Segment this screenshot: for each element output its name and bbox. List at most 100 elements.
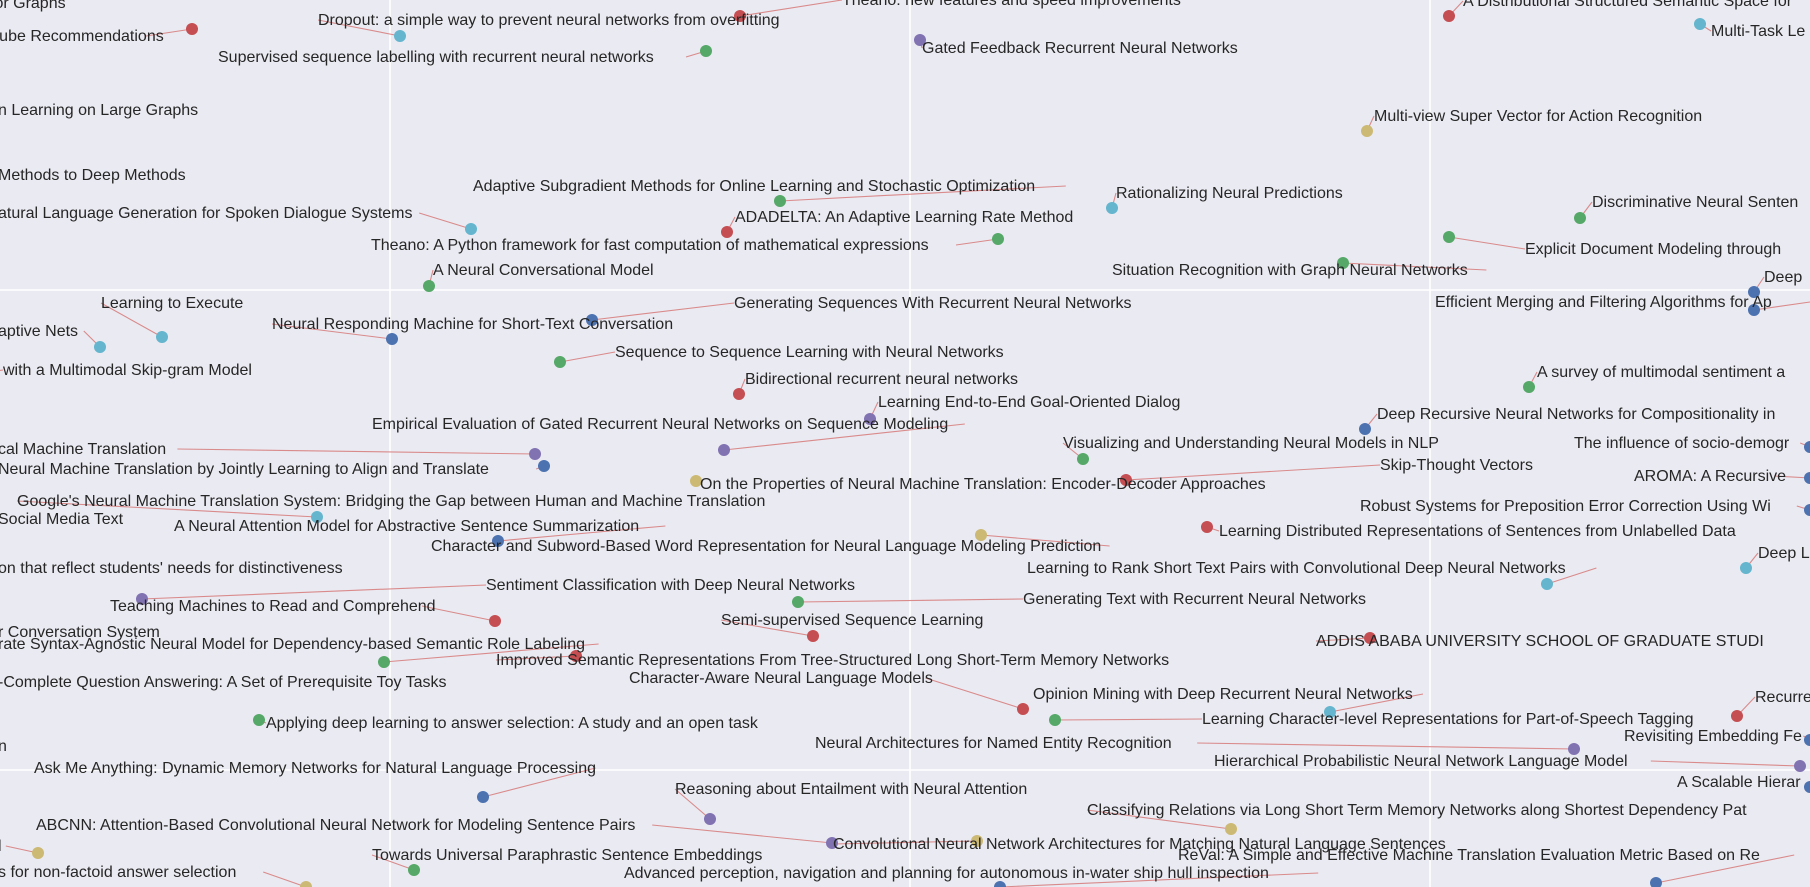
- data-point: [1740, 562, 1752, 574]
- point-label: Social Media Text: [0, 511, 124, 528]
- data-point: [1337, 257, 1349, 269]
- point-label: Empirical Evaluation of Gated Recurrent …: [372, 416, 948, 433]
- point-label: Multi-Task Le: [1711, 23, 1805, 40]
- data-point: [721, 226, 733, 238]
- data-point: [1804, 441, 1810, 453]
- leader-line: [16, 500, 318, 518]
- point-label: Tube Recommendations: [0, 28, 164, 45]
- point-label: Sentiment Classification with Deep Neura…: [486, 577, 855, 594]
- data-point: [477, 791, 489, 803]
- data-point: [1324, 706, 1336, 718]
- point-label: Robust Systems for Preposition Error Cor…: [1360, 498, 1771, 515]
- point-label: Learning Character-level Representations…: [1202, 711, 1694, 728]
- point-label: Advanced perception, navigation and plan…: [624, 865, 1269, 882]
- data-point: [156, 331, 168, 343]
- data-point: [465, 223, 477, 235]
- leader-line: [421, 605, 496, 622]
- point-label: Hierarchical Probabilistic Neural Networ…: [1214, 753, 1628, 770]
- data-point: [690, 475, 702, 487]
- point-label: A Scalable Hierar: [1677, 774, 1801, 791]
- data-point: [1748, 304, 1760, 316]
- data-point: [1804, 734, 1810, 746]
- leader-line: [100, 302, 163, 338]
- point-label: Opinion Mining with Deep Recurrent Neura…: [1033, 686, 1413, 703]
- leader-line: [371, 854, 415, 871]
- point-label: Deep L: [1758, 545, 1810, 562]
- data-point: [1364, 632, 1376, 644]
- leader-line: [1054, 718, 1203, 721]
- data-point: [1804, 781, 1810, 793]
- data-point: [971, 835, 983, 847]
- data-point: [1443, 231, 1455, 243]
- point-label: Dropout: a simple way to prevent neural …: [318, 12, 780, 29]
- point-label: Reasoning about Entailment with Neural A…: [675, 781, 1027, 798]
- point-label: Gated Feedback Recurrent Neural Networks: [922, 40, 1238, 57]
- point-label: A Neural Conversational Model: [433, 262, 654, 279]
- point-label: atural Language Generation for Spoken Di…: [0, 205, 412, 222]
- leader-line: [482, 767, 596, 798]
- point-label: Convolutional Neural Network Architectur…: [833, 836, 1446, 853]
- data-point: [1017, 703, 1029, 715]
- data-point: [570, 650, 582, 662]
- data-point: [311, 511, 323, 523]
- leader-line: [925, 677, 1024, 710]
- leader-line: [1086, 809, 1232, 830]
- point-label: Situation Recognition with Graph Neural …: [1112, 262, 1468, 279]
- data-point: [1574, 212, 1586, 224]
- data-point: [408, 864, 420, 876]
- data-point: [1120, 474, 1132, 486]
- data-point: [1361, 125, 1373, 137]
- data-point: [94, 341, 106, 353]
- data-point: [774, 195, 786, 207]
- leader-line: [263, 871, 307, 887]
- point-label: n Learning on Large Graphs: [0, 102, 198, 119]
- leader-line: [497, 525, 666, 542]
- leader-line: [832, 840, 978, 845]
- point-label: Improved Semantic Representations From T…: [496, 652, 1169, 669]
- point-label: Adaptive Subgradient Methods for Online …: [473, 178, 1035, 195]
- point-label: n: [0, 738, 7, 755]
- data-point: [1523, 381, 1535, 393]
- leader-line: [1197, 742, 1575, 750]
- point-label: Supervised sequence labelling with recur…: [218, 49, 654, 66]
- data-point: [807, 630, 819, 642]
- point-label: The influence of socio-demogr: [1574, 435, 1790, 452]
- leader-line: [980, 534, 1110, 547]
- leader-line: [652, 824, 833, 844]
- point-label: Theano: A Python framework for fast comp…: [371, 237, 929, 254]
- data-point: [1794, 760, 1806, 772]
- point-label: r Conversation System: [0, 624, 160, 641]
- leader-line: [1546, 567, 1597, 585]
- data-point: [1443, 10, 1455, 22]
- point-label: Deep: [1764, 269, 1802, 286]
- data-point: [826, 837, 838, 849]
- leader-line: [145, 28, 193, 37]
- point-label: Generating Text with Recurrent Neural Ne…: [1023, 591, 1366, 608]
- data-point: [1804, 472, 1810, 484]
- data-point: [994, 881, 1006, 887]
- data-point: [704, 813, 716, 825]
- point-label: Discriminative Neural Senten: [1592, 194, 1798, 211]
- point-label: Theano: new features and speed improveme…: [842, 0, 1181, 9]
- leader-line: [383, 643, 599, 663]
- data-point: [1650, 877, 1662, 887]
- point-label: l: [0, 838, 2, 855]
- data-point: [529, 448, 541, 460]
- data-point: [718, 444, 730, 456]
- data-point: [1694, 18, 1706, 30]
- point-label: ADADELTA: An Adaptive Learning Rate Meth…: [735, 209, 1073, 226]
- leader-line: [674, 788, 711, 820]
- point-label: Character-Aware Neural Language Models: [629, 670, 933, 687]
- leader-line: [720, 619, 814, 637]
- point-label: Sequence to Sequence Learning with Neura…: [615, 344, 1004, 361]
- point-label: Learning to Execute: [101, 295, 243, 312]
- point-label: ADDIS ABABA UNIVERSITY SCHOOL OF GRADUAT…: [1316, 633, 1764, 650]
- data-point: [1106, 202, 1118, 214]
- point-label: Methods to Deep Methods: [0, 167, 186, 184]
- leader-line: [797, 598, 1024, 603]
- leader-line: [559, 351, 616, 363]
- point-label: Generating Sequences With Recurrent Neur…: [734, 295, 1132, 312]
